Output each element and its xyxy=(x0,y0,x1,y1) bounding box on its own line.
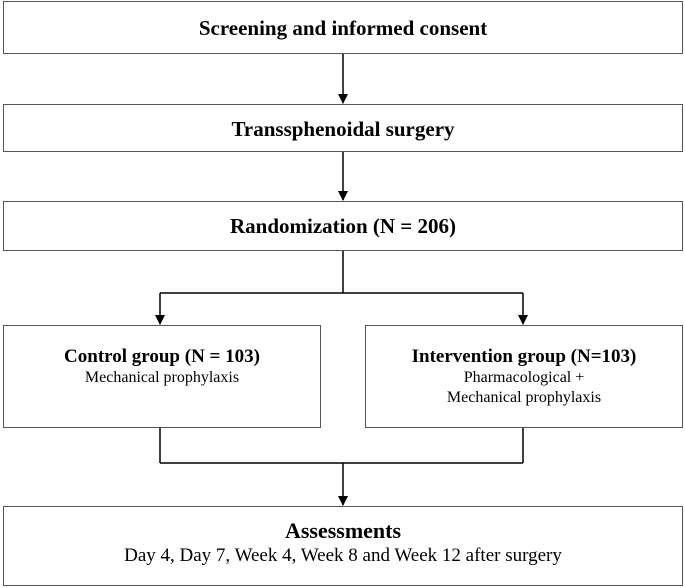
intervention-description-line1: Pharmacological + xyxy=(463,369,585,386)
randomization-box: Randomization (N = 206) xyxy=(3,201,683,251)
intervention-description-line2: Mechanical prophylaxis xyxy=(446,389,602,406)
screening-title: Screening and informed consent xyxy=(198,16,488,40)
assessments-description: Day 4, Day 7, Week 4, Week 8 and Week 12… xyxy=(124,545,562,566)
surgery-title: Transsphenoidal surgery xyxy=(231,117,455,141)
randomization-title: Randomization (N = 206) xyxy=(229,214,457,238)
surgery-box: Transsphenoidal surgery xyxy=(3,104,683,152)
assessments-box: Assessments Day 4, Day 7, Week 4, Week 8… xyxy=(3,506,683,586)
intervention-group-box: Intervention group (N=103) Pharmacologic… xyxy=(365,325,683,428)
intervention-group-title: Intervention group (N=103) xyxy=(411,346,637,367)
control-group-description: Mechanical prophylaxis xyxy=(84,369,240,386)
screening-box: Screening and informed consent xyxy=(3,1,683,54)
assessments-title: Assessments xyxy=(284,518,402,543)
control-group-title: Control group (N = 103) xyxy=(64,346,260,367)
control-group-box: Control group (N = 103) Mechanical proph… xyxy=(3,325,321,428)
